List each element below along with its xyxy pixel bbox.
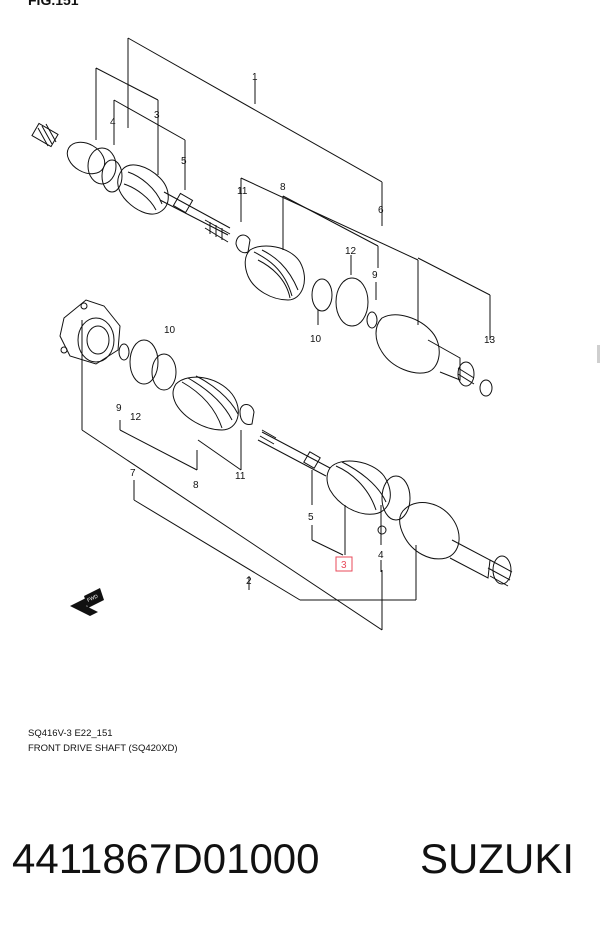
callout-12-upper: 12: [345, 246, 357, 257]
lower-housing-flange: [59, 299, 121, 365]
callout-1: 1: [252, 72, 258, 83]
lower-ring-10: [151, 353, 177, 391]
callout-4-upper: 4: [110, 117, 116, 128]
upper-ring-13: [479, 379, 493, 397]
lower-clamp-11: [239, 404, 255, 425]
figure-label: FIG.151: [28, 0, 79, 8]
callout-10-lower: 10: [164, 325, 176, 336]
caption-title: FRONT DRIVE SHAFT (SQ420XD): [28, 743, 178, 754]
callout-12-lower: 12: [130, 412, 142, 423]
upper-spline-stub-left: [31, 122, 59, 148]
lower-spline-stub: [492, 555, 512, 585]
upper-spline-lines: [37, 123, 57, 147]
callout-6: 6: [378, 205, 384, 216]
upper-ring-10: [311, 278, 333, 312]
upper-joint-ring: [87, 147, 117, 185]
callout-2: 2: [246, 576, 252, 587]
caption-code: SQ416V-3 E22_151: [28, 728, 113, 739]
leader-7: [133, 480, 417, 601]
fwd-arrow-icon: FWD: [70, 588, 104, 616]
listing-band: [0, 780, 600, 932]
lower-outer-boot: [326, 460, 391, 515]
leader-11b: [197, 430, 242, 471]
lower-clamp-12: [129, 339, 159, 385]
leader-1: [127, 37, 383, 226]
leader-3: [95, 67, 159, 175]
upper-spline-right: [204, 219, 231, 243]
part-number: 4411867D01000: [12, 835, 320, 882]
callout-3-lower: 3: [341, 560, 347, 571]
upper-clamp-4: [101, 159, 123, 193]
callout-labels: 1 2 3 4 5 6 7 8 9 10 11 12 13 11 8 12 10…: [110, 72, 496, 587]
lower-clamp-4: [381, 475, 411, 521]
parts-diagram: FIG.151: [28, 0, 600, 754]
callout-11-lower: 11: [235, 471, 246, 482]
leader-13: [417, 257, 491, 340]
leader-2: [81, 320, 383, 631]
callout-13: 13: [484, 335, 496, 346]
callout-7: 7: [130, 468, 136, 479]
callout-8-upper: 8: [280, 182, 286, 193]
upper-shaft: [159, 191, 231, 236]
leader-4: [113, 99, 186, 190]
leader-8: [282, 195, 379, 268]
svg-text:FWD: FWD: [86, 593, 99, 603]
upper-boot: [117, 164, 169, 215]
upper-snap-9: [366, 311, 378, 329]
callout-4-lower: 4: [378, 550, 384, 561]
lower-housing-bore: [77, 317, 115, 363]
scroll-edge-mark: [597, 345, 600, 363]
leader-5b: [311, 470, 344, 556]
upper-clamp-5: [172, 192, 194, 214]
callout-5-upper: 5: [181, 156, 187, 167]
lower-outer-joint: [399, 502, 460, 560]
leader-8b: [119, 420, 198, 471]
lower-shaft: [257, 431, 331, 477]
upper-clamp-11: [235, 234, 251, 254]
lower-boot: [172, 376, 239, 431]
upper-outer-joint: [66, 141, 106, 175]
callout-9-upper: 9: [372, 270, 378, 281]
lower-clamp-5: [303, 451, 321, 469]
highlight-box-callout-3: [335, 556, 353, 572]
callout-9-lower: 9: [116, 403, 122, 414]
callout-10-upper: 10: [310, 334, 322, 345]
upper-inner-boot: [244, 245, 305, 301]
lower-snap-9: [118, 343, 130, 361]
upper-clamp-12: [335, 277, 369, 327]
brand-name: SUZUKI: [420, 835, 575, 882]
callout-5-lower: 5: [308, 512, 314, 523]
exploded-view-drawing: FWD 1 2 3 4 5 6 7 8 9 10 11 12 13 11 8 1…: [31, 37, 513, 631]
callout-11-upper: 11: [237, 186, 248, 197]
callout-8-lower: 8: [193, 480, 199, 491]
leader-6: [240, 177, 419, 325]
callout-3-upper: 3: [154, 110, 160, 121]
upper-inner-housing: [375, 314, 440, 374]
